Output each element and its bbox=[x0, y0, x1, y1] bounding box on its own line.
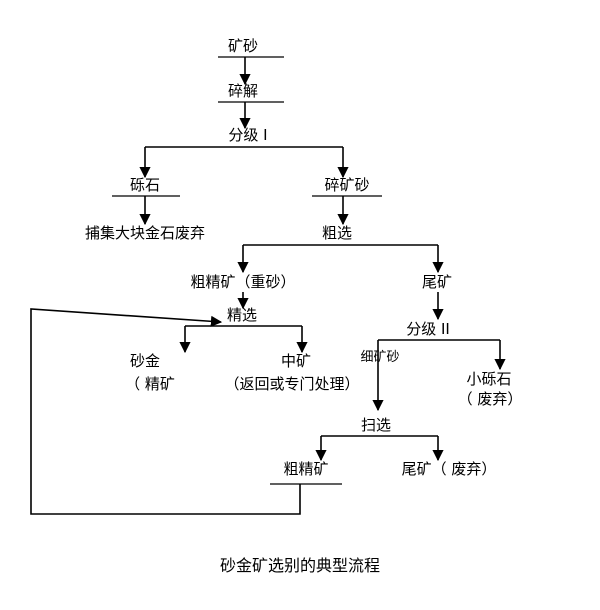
node-classify-1: 分级 I bbox=[228, 126, 267, 144]
node-ore-sand: 矿砂 bbox=[228, 37, 258, 55]
node-rough-concentrate: 粗精矿 bbox=[283, 460, 328, 478]
node-tailings-discard: 尾矿（ 废弃） bbox=[402, 460, 497, 478]
node-rough-concentrate-heavy: 粗精矿（重砂） bbox=[190, 273, 295, 291]
node-small-gravel: 小砾石 bbox=[466, 370, 511, 388]
node-concentrate: （ 精矿 bbox=[125, 375, 175, 393]
node-crushed-ore: 碎矿砂 bbox=[324, 176, 369, 194]
node-sand-gold: 砂金 bbox=[130, 352, 160, 370]
node-tailings: 尾矿 bbox=[422, 273, 452, 291]
node-middlings-note: （返回或专门处理） bbox=[224, 375, 359, 393]
node-rough-select: 粗选 bbox=[322, 224, 352, 242]
node-gravel: 砾石 bbox=[130, 176, 160, 194]
node-fine-ore-sand: 细矿砂 bbox=[360, 350, 399, 365]
node-classify-2: 分级 II bbox=[406, 320, 450, 338]
node-capture-discard: 捕集大块金石废弃 bbox=[85, 224, 205, 242]
node-fine-select: 精选 bbox=[227, 306, 257, 324]
node-crush: 碎解 bbox=[228, 82, 258, 100]
node-scavenge: 扫选 bbox=[361, 416, 391, 434]
node-discard: （ 废弃） bbox=[458, 390, 523, 408]
recycle-loop-arrow bbox=[30, 308, 301, 515]
diagram-caption: 砂金矿选别的典型流程 bbox=[220, 556, 380, 575]
node-middlings: 中矿 bbox=[281, 352, 311, 370]
